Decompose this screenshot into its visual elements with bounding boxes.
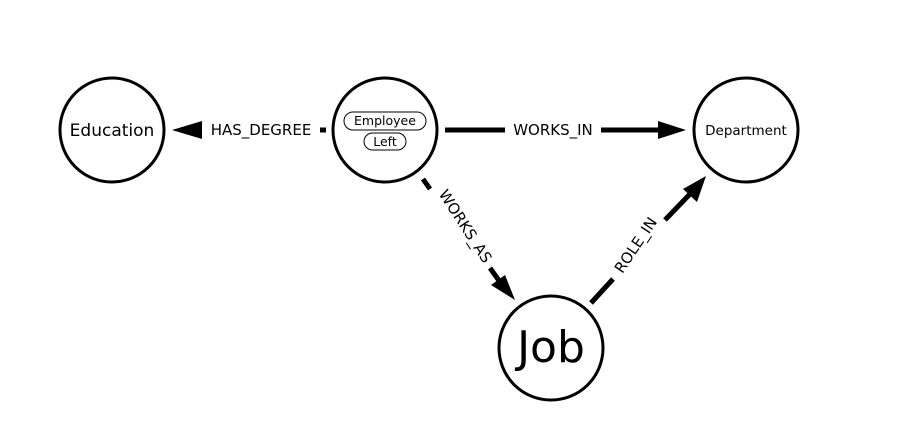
arrowhead-icon [172,121,202,139]
arrowhead-icon [683,176,706,202]
edge-role-in: ROLE_IN [589,176,706,305]
node-employee[interactable]: Employee Left [331,76,439,184]
edge-works-in: WORKS_IN [445,121,686,140]
node-department[interactable]: Department [692,76,800,184]
edge-label-works-as: WORKS_AS [434,186,496,267]
node-education[interactable]: Education [58,76,166,184]
label-pill-left [363,132,407,151]
node-label-employee: Employee [354,113,416,128]
node-job[interactable]: Job [497,294,605,402]
edge-label-role-in: ROLE_IN [611,214,662,277]
node-label-department: Department [705,123,787,139]
node-label-job: Job [514,322,585,373]
node-label-left: Left [373,134,397,149]
arrowhead-icon [658,121,686,139]
node-label-education: Education [70,121,155,141]
edge-has-degree: HAS_DEGREE [172,121,326,140]
arrowhead-icon [491,275,515,300]
edge-works-as: WORKS_AS [420,177,515,300]
edge-label-has-degree: HAS_DEGREE [211,121,312,140]
edge-label-works-in: WORKS_IN [513,121,593,140]
label-pill-employee [343,111,427,131]
